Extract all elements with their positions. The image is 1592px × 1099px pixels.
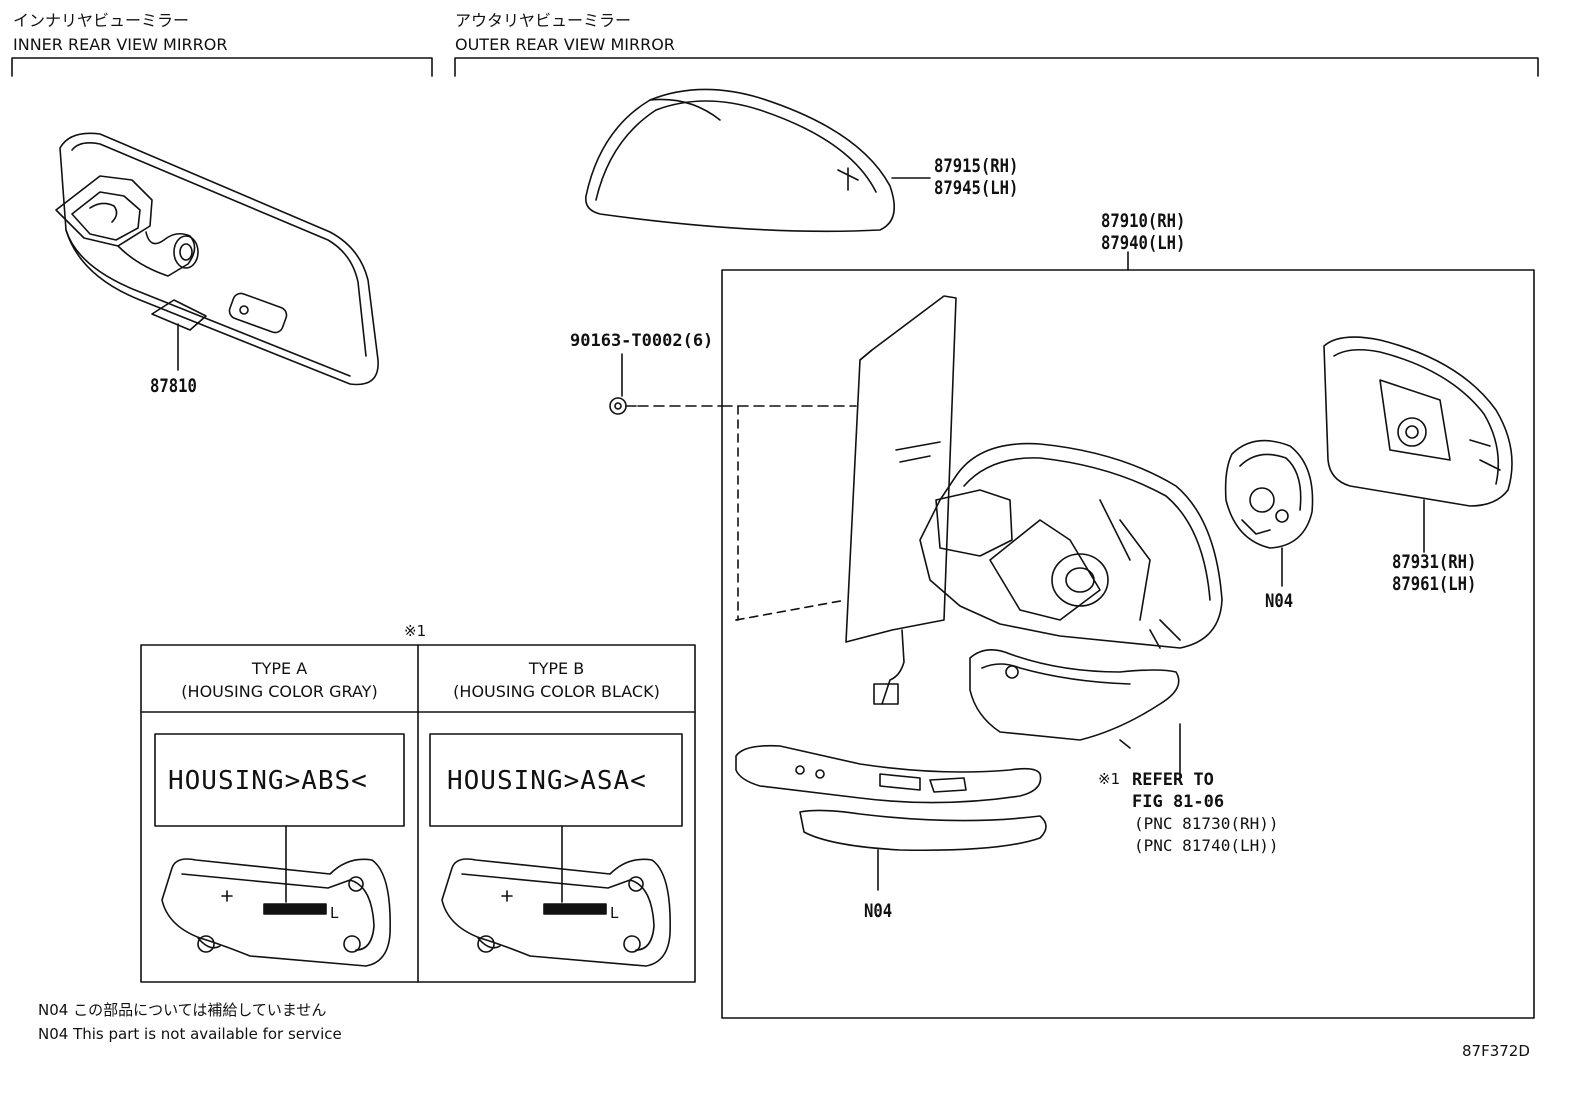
figure-id: 87F372D (1462, 1042, 1530, 1060)
mirror-body-drawing (919, 442, 1223, 649)
assembly-frame (721, 269, 1535, 1019)
refer-line-4: (PNC 81740(LH)) (1134, 836, 1279, 855)
part-code-n04-actuator[interactable]: N04 (1265, 590, 1294, 612)
part-number-87940[interactable]: 87940(LH) (1101, 232, 1186, 254)
part-number-87910[interactable]: 87910(RH) (1101, 210, 1186, 232)
screw-drawing (609, 353, 857, 621)
note-en: N04 This part is not available for servi… (38, 1025, 342, 1043)
outer-section-title-jp: アウタリヤビューミラー (455, 11, 632, 30)
refer-mark: ※1 (1098, 770, 1121, 788)
inner-section-bracket (11, 57, 433, 77)
part-number-90163[interactable]: 90163-T0002(6) (570, 331, 714, 351)
note-jp: N04 この部品については補給していません (38, 1001, 327, 1019)
refer-line-3: (PNC 81730(RH)) (1134, 814, 1279, 833)
type-b-side-letter: L (610, 904, 619, 922)
lower-cover-drawing (735, 744, 1047, 891)
part-number-87945[interactable]: 87945(LH) (934, 177, 1019, 199)
type-table (140, 644, 696, 983)
part-number-87915[interactable]: 87915(RH) (934, 155, 1019, 177)
part-number-87931[interactable]: 87931(RH) (1392, 551, 1477, 573)
type-table-mark: ※1 (404, 622, 427, 640)
turn-lamp-drawing (969, 649, 1181, 781)
outer-section-bracket (454, 57, 1539, 77)
type-a-subtitle: (HOUSING COLOR GRAY) (181, 682, 378, 701)
actuator-drawing (1224, 439, 1314, 587)
type-b-title: TYPE B (528, 659, 585, 678)
type-a-title: TYPE A (251, 659, 308, 678)
part-code-n04-cover[interactable]: N04 (864, 900, 893, 922)
mirror-glass-drawing (845, 295, 957, 705)
mirror-cover-drawing (584, 88, 931, 233)
outer-section-title-en: OUTER REAR VIEW MIRROR (455, 35, 675, 54)
part-number-87961[interactable]: 87961(LH) (1392, 573, 1477, 595)
type-b-housing-marking: HOUSING>ASA< (447, 766, 647, 796)
inner-section-title-jp: インナリヤビューミラー (13, 11, 190, 30)
refer-line-1: REFER TO (1132, 770, 1214, 790)
inner-mirror-drawing (55, 132, 379, 386)
type-a-housing-marking: HOUSING>ABS< (168, 766, 368, 796)
mirror-holder-drawing (1323, 336, 1513, 553)
type-a-side-letter: L (330, 904, 339, 922)
inner-section-title-en: INNER REAR VIEW MIRROR (13, 35, 228, 54)
part-number-87810[interactable]: 87810 (150, 375, 197, 397)
type-b-subtitle: (HOUSING COLOR BLACK) (453, 682, 660, 701)
refer-line-2[interactable]: FIG 81-06 (1132, 792, 1225, 812)
